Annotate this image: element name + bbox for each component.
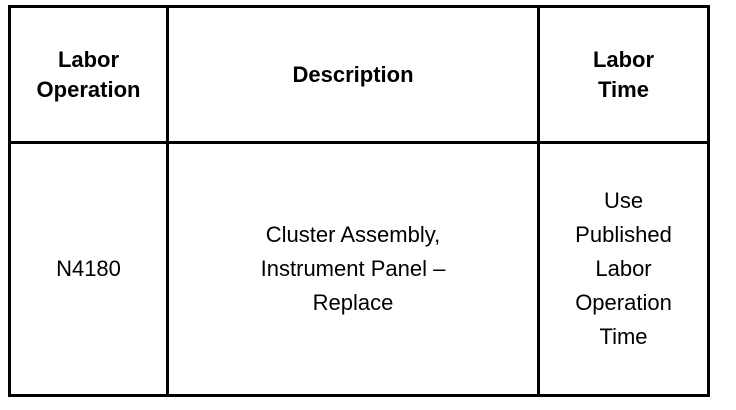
cell-labor-operation-line-1: N4180 [56,255,121,281]
cell-description-line-2: Instrument Panel – [260,255,446,281]
cell-labor-operation-text: N4180 [11,252,166,286]
cell-labor-time-line-2: Published [575,221,672,247]
column-header-labor-time-line-2: Time [598,76,649,102]
cell-description-text: Cluster Assembly, Instrument Panel – Rep… [169,218,537,320]
cell-description: Cluster Assembly, Instrument Panel – Rep… [166,141,540,397]
cell-description-line-1: Cluster Assembly, [265,221,441,247]
column-header-description-line-1: Description [292,61,414,87]
column-header-labor-time-text: Labor Time [540,45,707,103]
cell-labor-time-text: Use Published Labor Operation Time [540,184,707,354]
column-header-labor-time: Labor Time [537,5,710,144]
cell-labor-time-line-5: Time [599,324,648,350]
cell-labor-time-line-1: Use [603,187,644,213]
column-header-labor-operation: Labor Operation [8,5,169,144]
cell-labor-time-line-4: Operation [575,290,672,316]
table-header-row: Labor Operation Description Labor Time [8,5,710,144]
table-row: N4180 Cluster Assembly, Instrument Panel… [8,141,710,397]
column-header-description: Description [166,5,540,144]
column-header-labor-operation-text: Labor Operation [11,45,166,103]
column-header-labor-time-line-1: Labor [592,47,655,73]
labor-operation-table: Labor Operation Description Labor Time [8,5,710,397]
cell-description-line-3: Replace [312,290,394,316]
cell-labor-time-line-3: Labor [595,255,652,281]
column-header-description-text: Description [169,60,537,89]
table-body: N4180 Cluster Assembly, Instrument Panel… [8,141,710,397]
cell-labor-operation: N4180 [8,141,169,397]
table-header: Labor Operation Description Labor Time [8,5,710,144]
column-header-labor-operation-line-1: Labor [57,47,120,73]
column-header-labor-operation-line-2: Operation [36,76,141,102]
cell-labor-time: Use Published Labor Operation Time [537,141,710,397]
